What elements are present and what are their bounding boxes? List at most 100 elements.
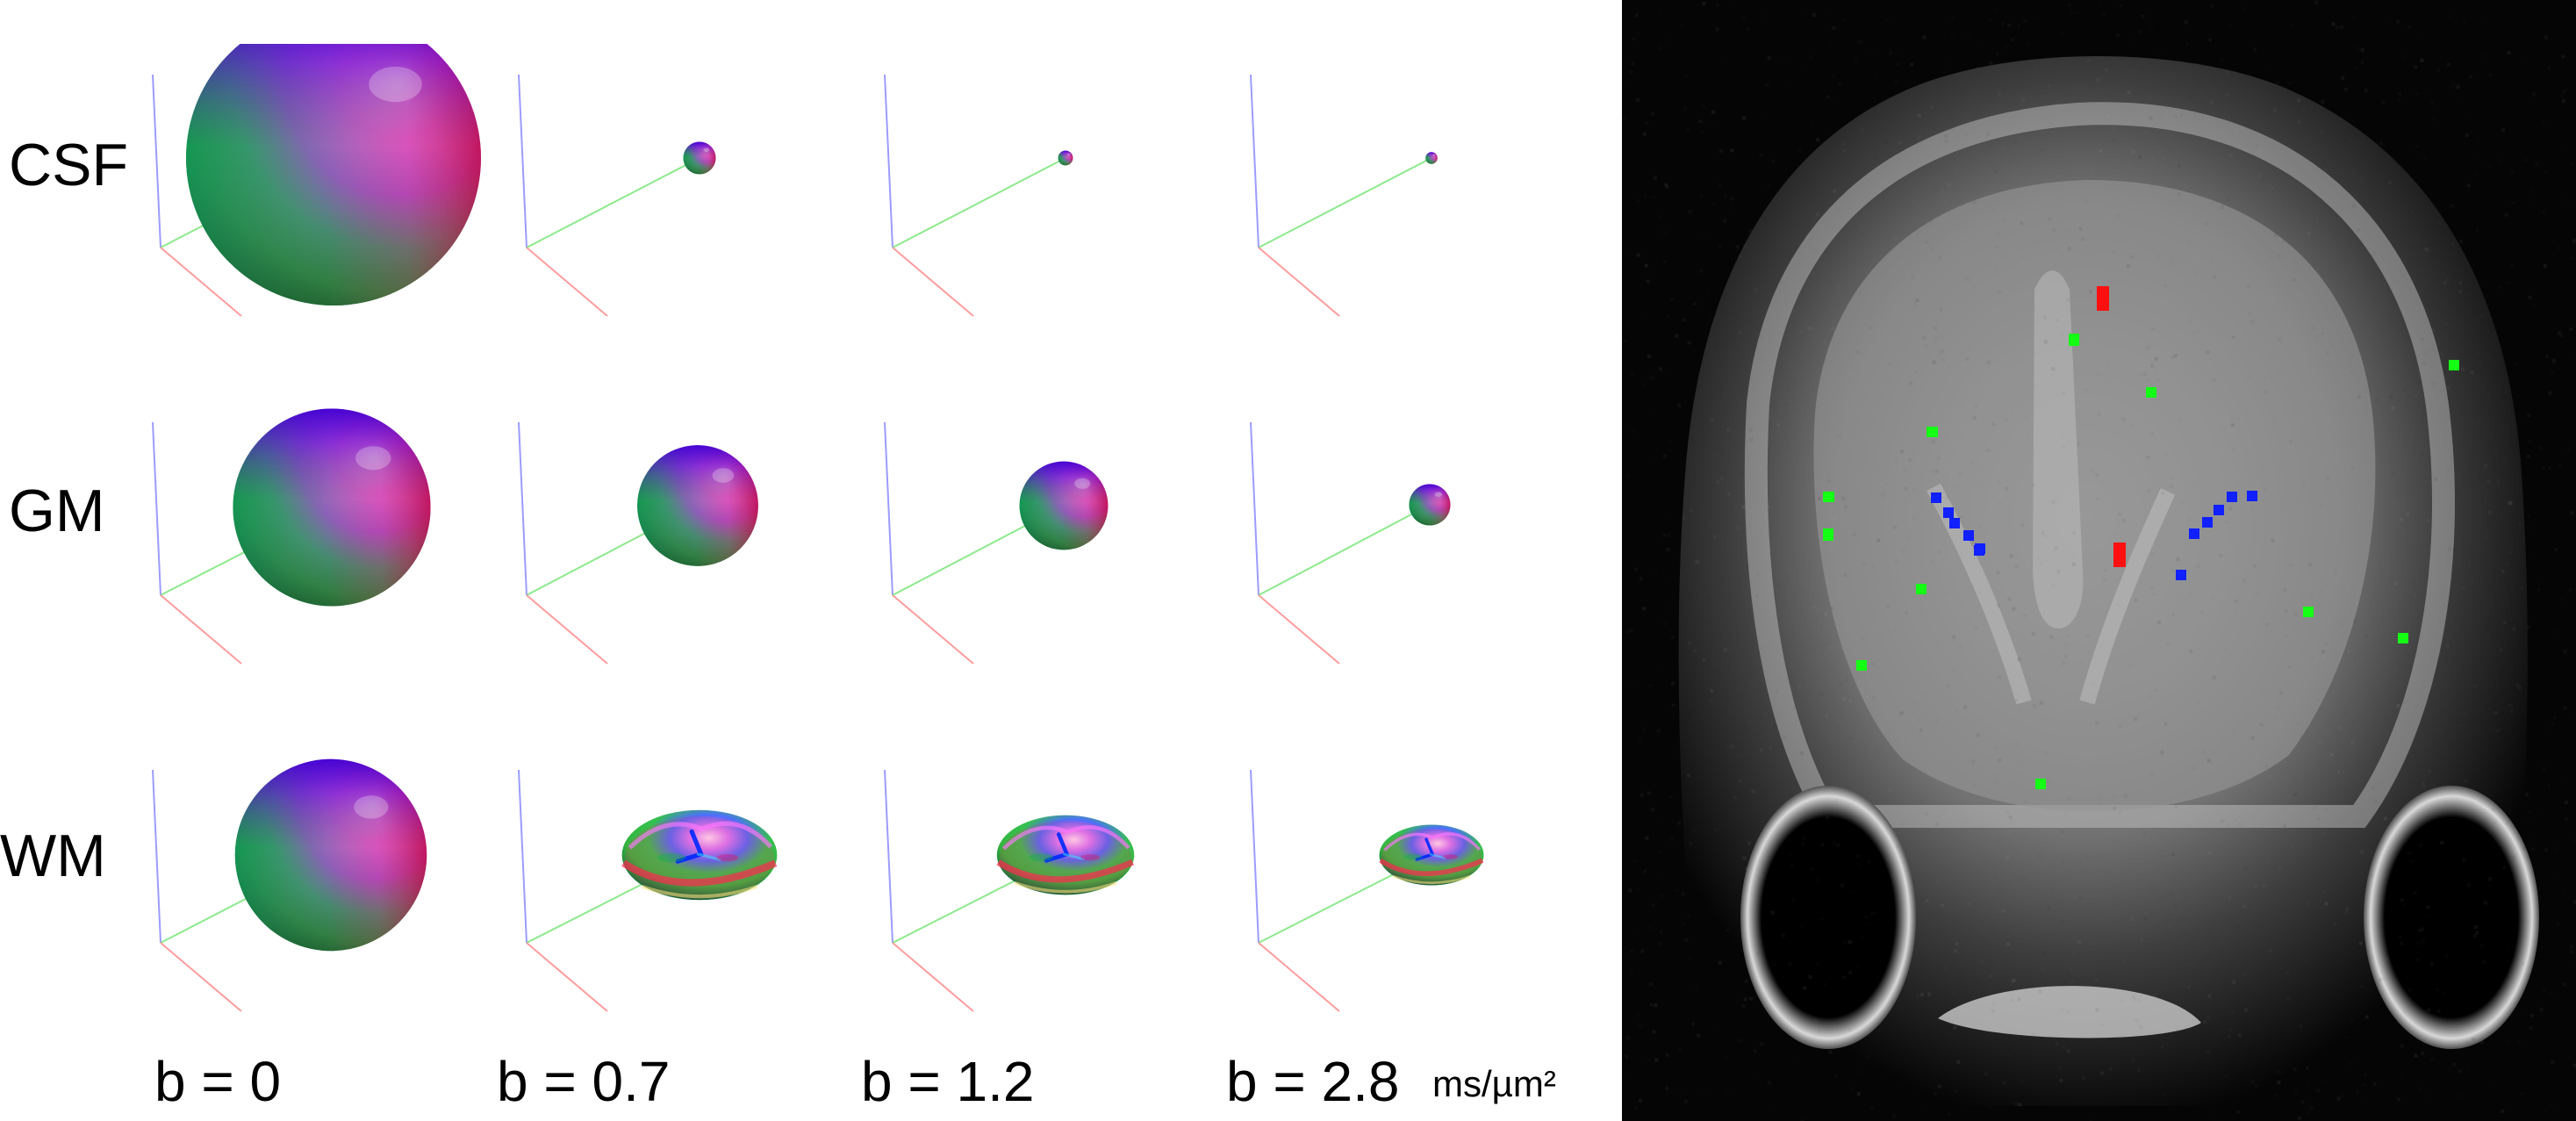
z-axis-line: [1251, 75, 1259, 248]
y-axis-line: [893, 160, 1062, 248]
green-marker: [1824, 492, 1834, 502]
glyph-cell-wm-3: [1225, 739, 1585, 1046]
csf-1-sphere: [684, 142, 716, 175]
x-axis-line: [161, 595, 241, 664]
blue-marker: [2189, 528, 2199, 539]
z-axis-line: [519, 75, 527, 248]
wm-2-oblate-glyph: [997, 816, 1134, 895]
glyph-svg-csf-1: [493, 44, 853, 351]
blue-marker: [1931, 492, 1941, 503]
z-axis-line: [1251, 770, 1259, 943]
x-axis-line: [527, 595, 607, 664]
csf-3-sphere: [1425, 152, 1437, 163]
x-axis-line: [893, 595, 973, 664]
x-axis-line: [1259, 248, 1339, 316]
z-axis-line: [519, 770, 527, 943]
x-axis-line: [1259, 943, 1339, 1011]
blue-marker: [1949, 518, 1960, 528]
glyph-svg-gm-2: [859, 392, 1219, 699]
column-label-b0: b = 0: [154, 1053, 281, 1110]
green-marker: [1927, 427, 1937, 437]
column-label-b12: b = 1.2: [861, 1053, 1035, 1110]
red-marker: [2113, 543, 2126, 567]
glyph-svg-wm-2: [859, 739, 1219, 1046]
gm-0-sphere: [233, 408, 430, 606]
x-axis-line: [161, 943, 241, 1011]
z-axis-line: [153, 770, 161, 943]
blue-marker: [2214, 505, 2224, 515]
glyph-cell-gm-2: [859, 392, 1219, 699]
glyph-svg-gm-0: [127, 392, 487, 699]
green-marker: [2035, 779, 2046, 789]
glyph-cell-gm-0: [127, 392, 487, 699]
mri-image: [1622, 0, 2576, 1121]
glyph-cell-wm-0: [127, 739, 487, 1046]
z-axis-line: [885, 770, 893, 943]
glyph-svg-csf-0: [127, 44, 487, 351]
x-axis-line: [1259, 595, 1339, 664]
blue-marker: [2247, 491, 2257, 501]
x-axis-line: [893, 248, 973, 316]
glyph-svg-wm-3: [1225, 739, 1585, 1046]
column-label-b07: b = 0.7: [497, 1053, 671, 1110]
row-label-csf: CSF: [9, 135, 128, 195]
brain-region: [1813, 180, 2375, 811]
green-marker: [1823, 528, 1833, 539]
glyph-cell-csf-2: [859, 44, 1219, 351]
blue-marker: [2176, 570, 2186, 580]
green-marker: [2303, 607, 2314, 617]
glyph-cell-gm-1: [493, 392, 853, 699]
z-axis-line: [885, 75, 893, 248]
gm-3-sphere: [1409, 484, 1450, 525]
glyph-cell-wm-1: [493, 739, 853, 1046]
glyph-cell-csf-0: [127, 44, 487, 351]
glyph-svg-wm-0: [127, 739, 487, 1046]
row-label-gm: GM: [9, 481, 105, 541]
wm-3-oblate-glyph: [1380, 824, 1484, 885]
csf-0-sphere: [186, 44, 481, 305]
z-axis-line: [519, 422, 527, 595]
z-axis-line: [153, 75, 161, 248]
row-label-wm: WM: [0, 826, 106, 886]
b-value-unit: ms/µm²: [1432, 1066, 1556, 1103]
green-marker: [2146, 387, 2156, 398]
glyph-cell-wm-2: [859, 739, 1219, 1046]
y-axis-line: [1259, 507, 1426, 595]
glyph-svg-csf-3: [1225, 44, 1585, 351]
glyph-svg-csf-2: [859, 44, 1219, 351]
green-marker: [2449, 360, 2459, 370]
red-marker: [2097, 286, 2109, 311]
glyph-svg-wm-1: [493, 739, 853, 1046]
z-axis-line: [1251, 422, 1259, 595]
right-orbit: [2364, 786, 2539, 1049]
glyph-cell-gm-3: [1225, 392, 1585, 699]
y-axis-line: [527, 160, 696, 248]
glyph-cell-csf-1: [493, 44, 853, 351]
wm-0-sphere: [235, 759, 427, 951]
x-axis-line: [893, 943, 973, 1011]
glyph-grid-panel: CSF GM WM b = 0 b = 0.7 b = 1.2 b = 2.8 …: [0, 0, 1622, 1121]
green-marker: [1856, 660, 1867, 671]
x-axis-line: [527, 943, 607, 1011]
green-marker: [2398, 633, 2408, 643]
csf-2-sphere: [1058, 151, 1073, 166]
blue-marker: [1943, 507, 1954, 518]
x-axis-line: [527, 248, 607, 316]
glyph-svg-gm-3: [1225, 392, 1585, 699]
column-label-b28: b = 2.8: [1226, 1053, 1400, 1110]
y-axis-line: [1259, 160, 1428, 248]
glyph-cell-csf-3: [1225, 44, 1585, 351]
blue-marker: [2227, 492, 2237, 502]
gm-1-sphere: [637, 445, 758, 566]
wm-1-oblate-glyph: [622, 810, 778, 901]
mri-panel: [1622, 0, 2576, 1121]
blue-marker: [1974, 545, 1984, 556]
green-marker: [2069, 335, 2079, 346]
z-axis-line: [153, 422, 161, 595]
blue-marker: [1963, 530, 1974, 541]
glyph-svg-gm-1: [493, 392, 853, 699]
blue-marker: [2202, 517, 2213, 528]
z-axis-line: [885, 422, 893, 595]
green-marker: [1916, 584, 1927, 594]
